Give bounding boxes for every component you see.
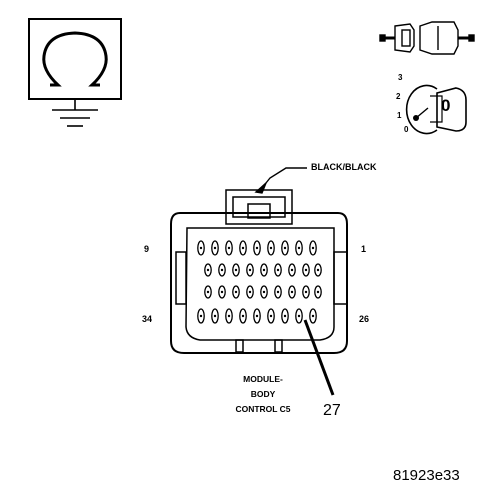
callout-pin-number: 27 — [323, 402, 341, 419]
connector-cavity — [246, 285, 254, 299]
pin-label-26: 26 — [359, 314, 370, 324]
connector-cavity — [309, 308, 317, 324]
module-label-line-2: BODY — [250, 389, 276, 399]
connector-cavity — [218, 285, 226, 299]
ignition-position-3: 3 — [398, 73, 403, 82]
ignition-position-0: 0 — [404, 125, 409, 134]
connector-cavity — [239, 308, 247, 324]
connector-cavity — [211, 308, 219, 324]
wire-color-label: BLACK/BLACK — [311, 162, 377, 172]
connector-cavity — [197, 240, 205, 256]
ignition-position-2: 2 — [396, 92, 401, 101]
connector-cavity — [288, 263, 296, 277]
connector-cavity — [309, 240, 317, 256]
pin-27-leader — [303, 319, 335, 396]
connector-cavity — [204, 263, 212, 277]
module-label-line-1: MODULE- — [243, 374, 283, 384]
ground-ohm-icon — [28, 18, 122, 127]
connector-cavity — [281, 308, 289, 324]
pin-label-34: 34 — [142, 314, 153, 324]
connector-cavity — [225, 240, 233, 256]
connector-cavity — [253, 240, 261, 256]
connector-cavity — [260, 285, 268, 299]
connector-cavity — [246, 263, 254, 277]
connector-cavity — [253, 308, 261, 324]
connector-cavity — [314, 285, 322, 299]
ignition-key-label: 0 — [441, 96, 451, 115]
module-label-line-3: CONTROL C5 — [235, 404, 291, 414]
pin-label-9: 9 — [144, 244, 150, 254]
connector-cavity — [211, 240, 219, 256]
connector-cavity — [295, 240, 303, 256]
connector-cavity — [225, 308, 233, 324]
pin-label-1: 1 — [361, 244, 367, 254]
connector-cavity — [302, 285, 310, 299]
connector-cavity — [260, 263, 268, 277]
connector-cavity — [281, 240, 289, 256]
figure-id: 81923e33 — [393, 467, 460, 484]
connector-cavity — [314, 263, 322, 277]
module-label: MODULE- BODY CONTROL C5 — [218, 372, 308, 417]
connector-cavity — [302, 263, 310, 277]
connector-cavity — [267, 308, 275, 324]
connector-cavity — [274, 263, 282, 277]
ignition-position-1: 1 — [397, 111, 402, 120]
connector-cavity — [232, 263, 240, 277]
connector-cavity — [267, 240, 275, 256]
ignition-switch-icon — [405, 84, 467, 135]
connector-cavity — [204, 285, 212, 299]
connector-cavity — [288, 285, 296, 299]
connector-cavity — [197, 308, 205, 324]
connector-cavity — [239, 240, 247, 256]
inline-connector-icon — [379, 21, 475, 55]
connector-cavity — [232, 285, 240, 299]
connector-cavity — [218, 263, 226, 277]
connector-cavity — [295, 308, 303, 324]
connector-housing — [170, 189, 348, 354]
connector-cavity — [274, 285, 282, 299]
